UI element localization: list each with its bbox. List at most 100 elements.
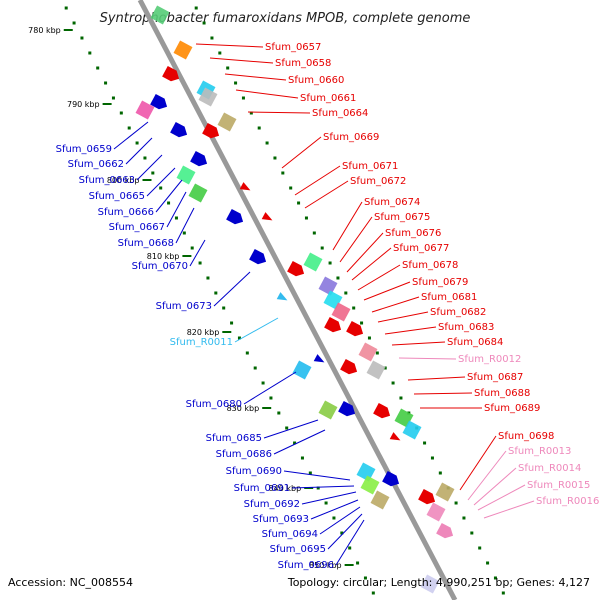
gene-label[interactable]: Sfum_0695 bbox=[270, 544, 326, 555]
track-dot bbox=[454, 501, 458, 505]
gene-label[interactable]: Sfum_0687 bbox=[467, 372, 523, 383]
scale-tick-label: 800 kbp bbox=[107, 176, 140, 185]
gene-label[interactable]: Sfum_0659 bbox=[56, 144, 112, 155]
gene-label[interactable]: Sfum_0667 bbox=[109, 222, 165, 233]
track-dot bbox=[261, 381, 265, 385]
gene-label[interactable]: Sfum_0663 bbox=[79, 175, 135, 186]
leader-line bbox=[327, 513, 363, 550]
leader-line bbox=[234, 317, 279, 343]
track-dot bbox=[348, 546, 352, 550]
gene-feature-glyph bbox=[318, 276, 338, 296]
gene-label[interactable]: Sfum_R0014 bbox=[518, 463, 581, 474]
gene-label[interactable]: Sfum_R0011 bbox=[170, 337, 233, 348]
gene-label[interactable]: Sfum_0696 bbox=[278, 560, 334, 571]
gene-label[interactable]: Sfum_0681 bbox=[421, 292, 477, 303]
track-dot bbox=[222, 306, 226, 310]
leader-line bbox=[113, 121, 149, 150]
track-dot bbox=[234, 81, 238, 85]
gene-label[interactable]: Sfum_0682 bbox=[430, 307, 486, 318]
gene-label[interactable]: Sfum_R0015 bbox=[527, 480, 590, 491]
track-dot bbox=[206, 276, 210, 280]
gene-label[interactable]: Sfum_R0016 bbox=[536, 496, 599, 507]
gene-label[interactable]: Sfum_0690 bbox=[226, 466, 282, 477]
track-dot bbox=[344, 291, 348, 295]
leader-line bbox=[213, 271, 251, 307]
leader-line bbox=[363, 281, 411, 301]
leader-line bbox=[155, 179, 183, 213]
track-dot bbox=[273, 156, 277, 160]
gene-label[interactable]: Sfum_0669 bbox=[323, 132, 379, 143]
track-dot bbox=[352, 306, 356, 310]
gene-feature-glyph bbox=[261, 212, 273, 221]
leader-line bbox=[332, 201, 363, 251]
gene-feature-glyph bbox=[318, 400, 338, 420]
gene-feature-glyph bbox=[287, 260, 305, 277]
gene-label[interactable]: Sfum_R0013 bbox=[508, 446, 571, 457]
track-dot bbox=[320, 246, 324, 250]
accession-text: Accession: NC_008554 bbox=[8, 576, 133, 589]
track-dot bbox=[135, 141, 139, 145]
track-dot bbox=[237, 336, 241, 340]
gene-label[interactable]: Sfum_0679 bbox=[412, 277, 468, 288]
gene-label[interactable]: Sfum_0660 bbox=[288, 75, 344, 86]
leader-line bbox=[413, 392, 473, 395]
track-dot bbox=[297, 201, 301, 205]
gene-feature-glyph bbox=[188, 183, 208, 203]
scale-tick-label: 780 kbp bbox=[28, 26, 61, 35]
gene-feature-glyph bbox=[190, 150, 208, 167]
track-dot bbox=[202, 21, 206, 25]
leader-line bbox=[391, 341, 446, 346]
gene-label[interactable]: Sfum_0657 bbox=[265, 42, 321, 53]
gene-label[interactable]: Sfum_0658 bbox=[275, 58, 331, 69]
track-dot bbox=[253, 366, 257, 370]
gene-label[interactable]: Sfum_0668 bbox=[118, 238, 174, 249]
track-dot bbox=[214, 291, 218, 295]
gene-label[interactable]: Sfum_0686 bbox=[216, 449, 272, 460]
gene-label[interactable]: Sfum_0689 bbox=[484, 403, 540, 414]
gene-label[interactable]: Sfum_0677 bbox=[393, 243, 449, 254]
gene-label[interactable]: Sfum_R0012 bbox=[458, 354, 521, 365]
topology-text: Topology: circular; Length: 4,990,251 bp… bbox=[287, 576, 590, 589]
gene-label[interactable]: Sfum_0683 bbox=[438, 322, 494, 333]
gene-label[interactable]: Sfum_0675 bbox=[374, 212, 430, 223]
leader-line bbox=[195, 43, 264, 48]
left-gene-labels: Sfum_0659Sfum_0662Sfum_0663Sfum_0665Sfum… bbox=[56, 144, 334, 571]
track-dot bbox=[194, 6, 198, 10]
gene-feature-glyph bbox=[356, 462, 376, 482]
gene-label[interactable]: Sfum_0664 bbox=[312, 108, 368, 119]
leader-line bbox=[283, 470, 351, 481]
scale-tick-label: 790 kbp bbox=[67, 100, 100, 109]
leader-line bbox=[483, 500, 535, 519]
gene-label[interactable]: Sfum_0661 bbox=[300, 93, 356, 104]
gene-label[interactable]: Sfum_0698 bbox=[498, 431, 554, 442]
gene-label[interactable]: Sfum_0685 bbox=[206, 433, 262, 444]
gene-label[interactable]: Sfum_0693 bbox=[253, 514, 309, 525]
genome-backbone bbox=[137, 0, 458, 600]
gene-label[interactable]: Sfum_0673 bbox=[156, 301, 212, 312]
track-dot bbox=[269, 396, 273, 400]
gene-feature-glyph bbox=[360, 475, 380, 495]
gene-label[interactable]: Sfum_0692 bbox=[244, 499, 300, 510]
gene-label[interactable]: Sfum_0680 bbox=[186, 399, 242, 410]
gene-label[interactable]: Sfum_0694 bbox=[262, 529, 318, 540]
leader-line bbox=[407, 376, 466, 381]
gene-label[interactable]: Sfum_0676 bbox=[385, 228, 441, 239]
gene-label[interactable]: Sfum_0674 bbox=[364, 197, 420, 208]
gene-label[interactable]: Sfum_0688 bbox=[474, 388, 530, 399]
gene-label[interactable]: Sfum_0670 bbox=[132, 261, 188, 272]
leader-line bbox=[473, 467, 517, 506]
gene-label[interactable]: Sfum_0672 bbox=[350, 176, 406, 187]
leader-line bbox=[398, 357, 457, 360]
label-leader-lines bbox=[113, 43, 535, 566]
gene-label[interactable]: Sfum_0662 bbox=[68, 159, 124, 170]
gene-label[interactable]: Sfum_0691 bbox=[234, 483, 290, 494]
gene-feature-glyph bbox=[276, 292, 288, 301]
gene-label[interactable]: Sfum_0665 bbox=[89, 191, 145, 202]
gene-label[interactable]: Sfum_0671 bbox=[342, 161, 398, 172]
gene-feature-glyph bbox=[373, 402, 391, 419]
gene-label[interactable]: Sfum_0684 bbox=[447, 337, 503, 348]
gene-label[interactable]: Sfum_0678 bbox=[402, 260, 458, 271]
gene-label[interactable]: Sfum_0666 bbox=[98, 207, 154, 218]
track-dot bbox=[293, 441, 297, 445]
